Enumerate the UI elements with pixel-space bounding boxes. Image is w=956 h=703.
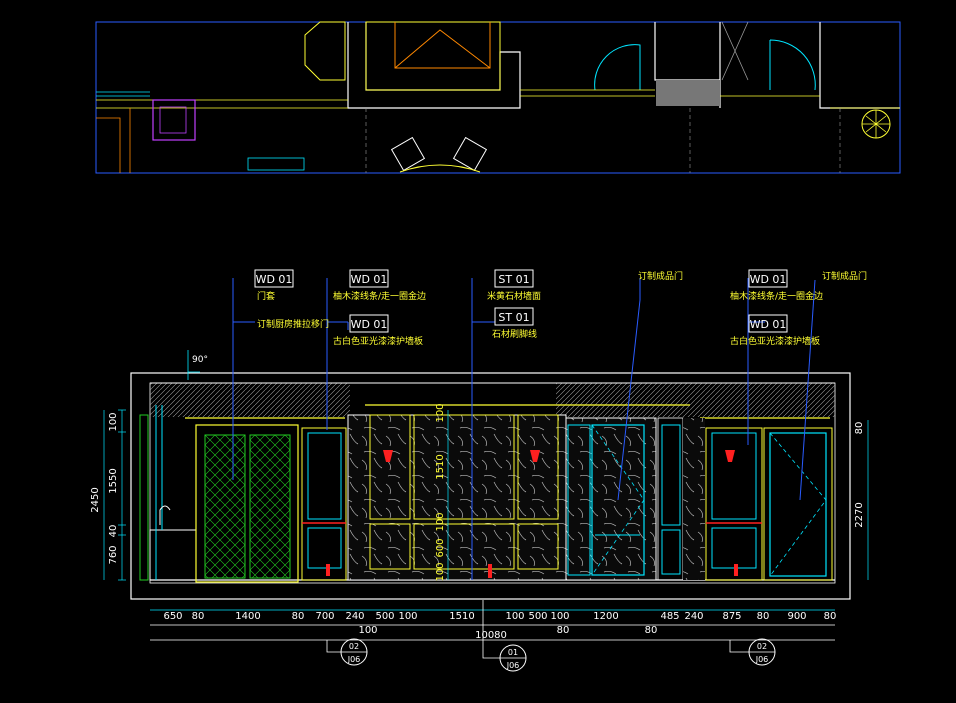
- label-text: 柚木漆线条/走一圈金边: [333, 290, 426, 302]
- plan-view: [95, 21, 901, 174]
- callout-sheet: J06: [506, 661, 520, 670]
- angle-label: 90°: [192, 355, 208, 365]
- dimension-text: 760: [108, 545, 119, 564]
- label-code: WD 01: [750, 318, 787, 331]
- label-code: ST 01: [498, 273, 529, 286]
- leader-lines: [232, 278, 816, 580]
- label-code: WD 01: [256, 273, 293, 286]
- dimension-text: 100: [358, 625, 377, 636]
- total-dimension: 10080: [475, 630, 507, 641]
- dimension-text: 80: [292, 611, 305, 622]
- dimension-text: 1400: [235, 611, 260, 622]
- dimension-text: 500: [375, 611, 394, 622]
- label-text: 石材刷脚线: [492, 328, 537, 340]
- dimension-text: 40: [108, 525, 119, 538]
- left-dimensions: 100 1550 40 760 2450: [90, 409, 126, 581]
- dimension-text: 80: [645, 625, 658, 636]
- label-text: 门套: [257, 290, 275, 302]
- dimension-text: 240: [345, 611, 364, 622]
- dimension-text: 240: [684, 611, 703, 622]
- dimension-text: 485: [660, 611, 679, 622]
- label-text: 柚木漆线条/走一圈金边: [730, 290, 823, 302]
- dimension-text: 500: [528, 611, 547, 622]
- label-text: 米黄石材墙面: [487, 290, 541, 302]
- dimension-text: 100: [435, 512, 446, 531]
- label-code: WD 01: [750, 273, 787, 286]
- label-text: 古白色亚光漆漆护墙板: [730, 335, 820, 347]
- dimension-text: 875: [722, 611, 741, 622]
- label-group: WD 01 门套 订制厨房推拉移门 WD 01 柚木漆线条/走一圈金边 WD 0…: [254, 269, 867, 347]
- dimension-text: 900: [787, 611, 806, 622]
- callout-sheet: J06: [755, 655, 769, 664]
- dimension-text: 600: [435, 538, 446, 557]
- dimension-text: 2270: [854, 502, 865, 527]
- label-text: 古白色亚光漆漆护墙板: [333, 335, 423, 347]
- dimension-text: 100: [108, 412, 119, 431]
- label-code: WD 01: [351, 318, 388, 331]
- dimension-text: 1510: [449, 611, 474, 622]
- section-callout: 01 J06: [482, 600, 527, 672]
- callout-number: 02: [757, 642, 767, 651]
- dimension-text: 100: [505, 611, 524, 622]
- dimension-text: 100: [550, 611, 569, 622]
- dimension-text: 2450: [90, 487, 101, 512]
- dimension-text: 100: [435, 403, 446, 422]
- section-callout: 02 J06: [729, 638, 776, 666]
- dimension-text: 80: [854, 422, 865, 435]
- wall-lamp-icon: [383, 450, 540, 462]
- elevation-view: [130, 372, 851, 600]
- dimension-text: 80: [757, 611, 770, 622]
- dimension-text: 80: [192, 611, 205, 622]
- dimension-text: 1200: [593, 611, 618, 622]
- label-code: WD 01: [351, 273, 388, 286]
- callout-number: 01: [508, 648, 518, 657]
- plant-icon: [861, 109, 891, 139]
- dimension-text: 100: [435, 562, 446, 581]
- dimension-text: 700: [315, 611, 334, 622]
- dimension-text: 100: [398, 611, 417, 622]
- dimension-text: 650: [163, 611, 182, 622]
- dimension-text: 80: [557, 625, 570, 636]
- label-text: 订制成品门: [638, 270, 683, 282]
- center-dimensions: 100 1510 100 600 100: [435, 403, 449, 582]
- dimension-text: 80: [824, 611, 837, 622]
- right-dimensions: 80 2270: [854, 420, 869, 580]
- dimension-text: 1510: [435, 454, 446, 479]
- callout-sheet: J06: [347, 655, 361, 664]
- label-code: ST 01: [498, 311, 529, 324]
- label-text: 订制厨房推拉移门: [257, 318, 329, 330]
- section-callout: 02 J06: [326, 638, 368, 666]
- callout-number: 02: [349, 642, 359, 651]
- dimension-text: 1550: [108, 468, 119, 493]
- label-text: 订制成品门: [822, 270, 867, 282]
